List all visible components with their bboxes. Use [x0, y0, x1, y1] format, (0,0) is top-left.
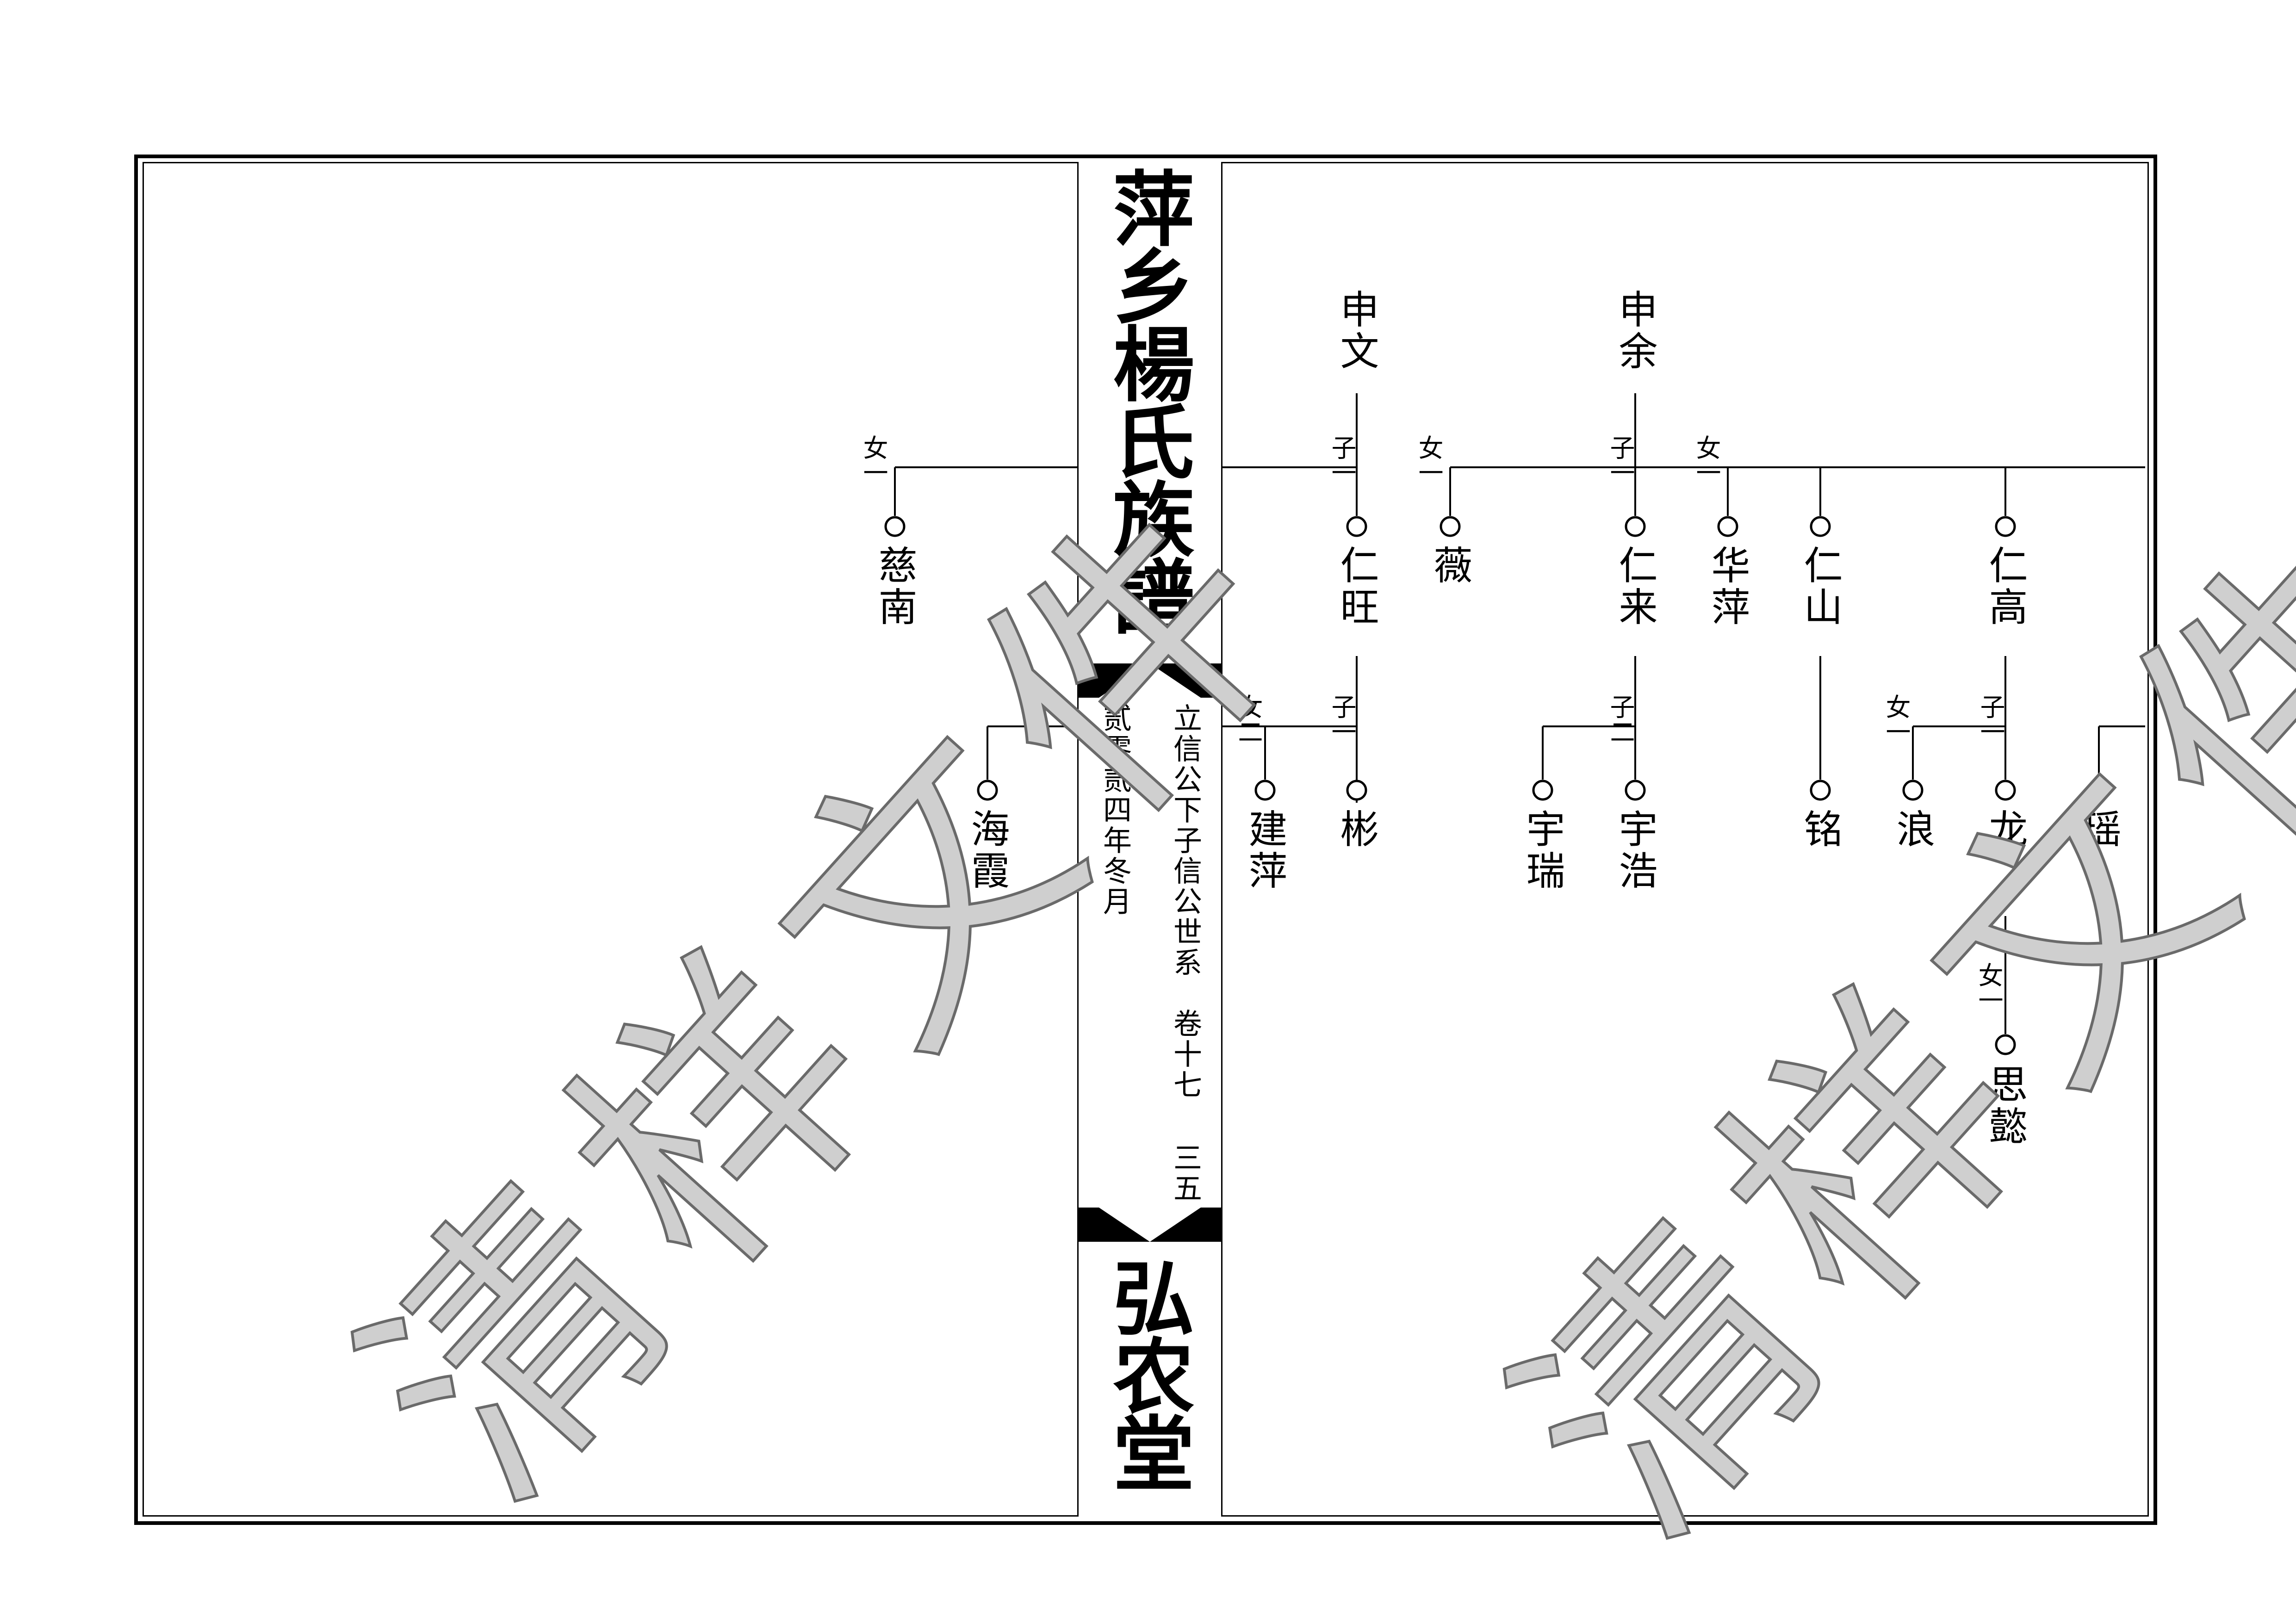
book-title: 萍乡楊氏族譜: [1099, 167, 1195, 633]
person-left: 慈南: [872, 545, 918, 628]
person-parent: 申文: [1334, 289, 1379, 372]
lineage-label: 立信公下子信公世系: [1168, 703, 1202, 978]
edition-date: 贰零贰四年冬月: [1098, 703, 1132, 917]
relation-label: 女一: [1414, 435, 1443, 485]
person-gen2: 瑶: [2076, 809, 2122, 850]
person-gen1: 仁高: [1983, 545, 2028, 628]
relation-label: 女一: [859, 435, 888, 485]
relation-label: 子一: [1327, 435, 1356, 485]
relation-label: 子二: [1606, 694, 1635, 744]
person-gen2: 建萍: [1242, 809, 1288, 892]
hall-name: 弘农堂: [1099, 1256, 1195, 1489]
volume-label: 卷十七: [1168, 1009, 1202, 1100]
relation-label: 子一: [1606, 435, 1635, 485]
page-number: 三五: [1168, 1143, 1202, 1204]
relation-label: 子一: [1976, 694, 2005, 744]
spine-ornament-top: [1079, 663, 1221, 698]
person-left: 海霞: [965, 809, 1010, 892]
spine-ornament-bottom: [1079, 1208, 1221, 1242]
relation-label: 女二: [1234, 694, 1263, 744]
center-spine: [1077, 162, 1222, 1517]
person-gen2: 浪: [1890, 809, 1936, 850]
outer-border: [134, 155, 2157, 1525]
person-gen1: 仁来: [1613, 545, 1658, 628]
relation-label: 女一: [1692, 435, 1721, 485]
person-gen1: 仁旺: [1334, 545, 1379, 628]
person-gen2: 宇瑞: [1520, 809, 1565, 892]
person-gen2: 铭: [1798, 809, 1843, 850]
person-gen1: 薇: [1427, 545, 1473, 587]
relation-label: 女一: [1881, 694, 1911, 744]
relation-label: 女一: [1974, 962, 2003, 1012]
person-gen2: 彬: [1334, 809, 1379, 850]
person-parent: 申余: [1613, 289, 1658, 372]
relation-label: 子一: [1327, 694, 1356, 744]
person-gen1: 华萍: [1705, 545, 1750, 628]
person-gen2: 宇浩: [1613, 809, 1658, 892]
person-gen1: 仁山: [1798, 545, 1843, 628]
person-gen3: 思懿: [1983, 1064, 2028, 1147]
person-gen2: 龙: [1983, 809, 2028, 850]
